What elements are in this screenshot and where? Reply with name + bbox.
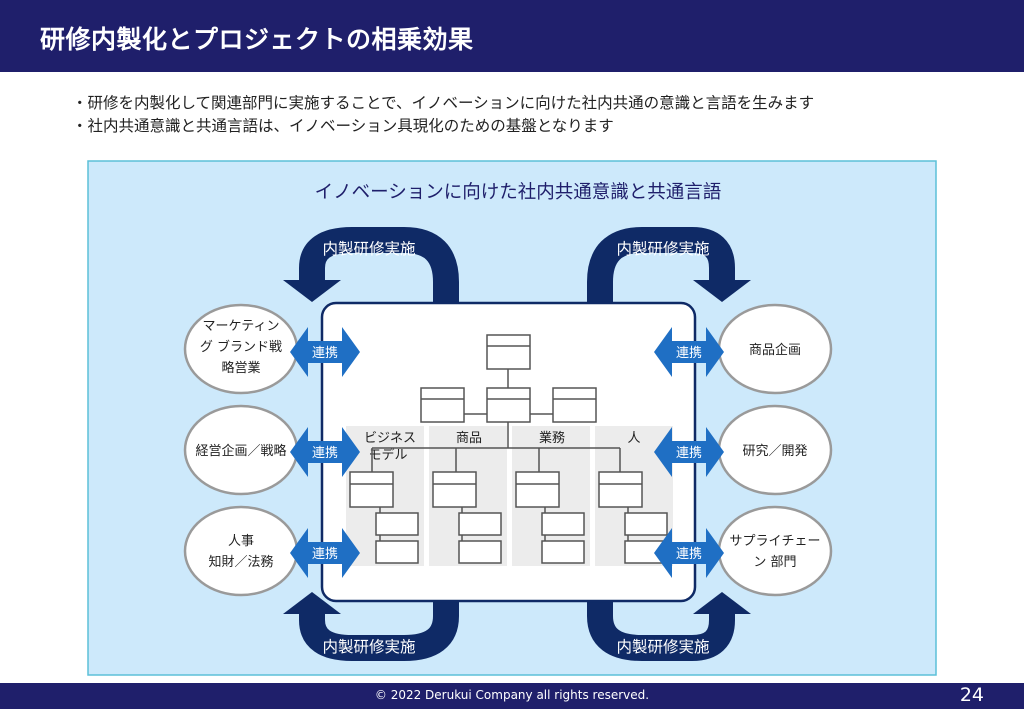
svg-text:連携: 連携 xyxy=(676,445,702,461)
department-right-product-planning: 商品企画 xyxy=(717,303,833,395)
svg-text:略営業: 略営業 xyxy=(221,360,260,376)
org-node xyxy=(349,471,394,508)
page-number: 24 xyxy=(959,684,984,706)
svg-text:連携: 連携 xyxy=(312,445,338,461)
column-label: 業務 xyxy=(539,430,565,446)
curved-arrow-top-left: 内製研修実施 xyxy=(283,227,459,318)
copyright-text: © 2022 Derukui Company all rights reserv… xyxy=(374,688,650,702)
org-node xyxy=(432,471,477,508)
svg-text:ン 部門: ン 部門 xyxy=(753,555,796,570)
link-arrow: 連携 xyxy=(654,528,724,578)
svg-text:商品企画: 商品企画 xyxy=(749,342,801,358)
org-node xyxy=(486,387,531,423)
curved-arrow-top-right: 内製研修実施 xyxy=(587,227,751,318)
department-left-hr-legal: 人事 知財／法務 xyxy=(183,505,299,597)
column-label: ビジネス xyxy=(364,431,416,446)
org-node xyxy=(420,387,465,423)
org-node xyxy=(375,512,419,536)
department-left-marketing: マーケティン グ ブランド戦 略営業 xyxy=(183,303,299,395)
svg-text:経営企画／戦略: 経営企画／戦略 xyxy=(195,443,286,459)
org-node xyxy=(541,512,585,536)
link-arrow: 連携 xyxy=(290,528,360,578)
org-chart xyxy=(349,334,668,564)
org-node xyxy=(598,471,643,508)
arrow-label: 内製研修実施 xyxy=(322,240,415,258)
curved-arrow-bottom-right: 内製研修実施 xyxy=(587,577,751,661)
page-title: 研修内製化とプロジェクトの相乗効果 xyxy=(40,25,474,54)
title-bar: 研修内製化とプロジェクトの相乗効果 xyxy=(0,0,1024,72)
curved-arrow-bottom-left: 内製研修実施 xyxy=(283,577,459,661)
org-node xyxy=(515,471,560,508)
org-node xyxy=(624,512,668,536)
arrow-label: 内製研修実施 xyxy=(616,240,709,258)
svg-text:研究／開発: 研究／開発 xyxy=(742,444,807,459)
bullet-item: ・社内共通意識と共通言語は、イノベーション具現化のための基盤となります xyxy=(72,117,614,135)
svg-text:連携: 連携 xyxy=(312,345,338,361)
org-node xyxy=(486,334,531,370)
org-node xyxy=(458,540,502,564)
arrow-label: 内製研修実施 xyxy=(616,638,709,656)
department-right-supply-chain: サプライチェー ン 部門 xyxy=(717,505,833,597)
svg-text:人事: 人事 xyxy=(228,534,254,549)
link-arrow: 連携 xyxy=(290,427,360,477)
svg-text:マーケティン: マーケティン xyxy=(203,319,280,334)
org-node xyxy=(375,540,419,564)
column-label: 商品 xyxy=(456,431,482,446)
column-label: モデル xyxy=(368,447,407,463)
svg-text:連携: 連携 xyxy=(676,546,702,562)
svg-text:サプライチェー: サプライチェー xyxy=(729,534,820,549)
column-label: 人 xyxy=(627,431,640,446)
link-arrow: 連携 xyxy=(290,327,360,377)
svg-text:知財／法務: 知財／法務 xyxy=(208,554,273,570)
svg-text:連携: 連携 xyxy=(676,345,702,361)
bullet-item: ・研修を内製化して関連部門に実施することで、イノベーションに向けた社内共通の意識… xyxy=(72,94,815,112)
bullet-list: ・研修を内製化して関連部門に実施することで、イノベーションに向けた社内共通の意識… xyxy=(72,92,972,138)
footer-bar: © 2022 Derukui Company all rights reserv… xyxy=(0,683,1024,709)
svg-text:連携: 連携 xyxy=(312,546,338,562)
svg-text:グ ブランド戦: グ ブランド戦 xyxy=(200,339,282,355)
link-arrow: 連携 xyxy=(654,327,724,377)
link-arrow: 連携 xyxy=(654,427,724,477)
arrow-label: 内製研修実施 xyxy=(322,638,415,656)
org-node xyxy=(552,387,597,423)
org-node xyxy=(458,512,502,536)
department-right-rnd: 研究／開発 xyxy=(717,404,833,496)
department-left-strategy: 経営企画／戦略 xyxy=(183,404,299,496)
diagram-heading: イノベーションに向けた社内共通意識と共通言語 xyxy=(315,182,722,203)
org-node xyxy=(541,540,585,564)
